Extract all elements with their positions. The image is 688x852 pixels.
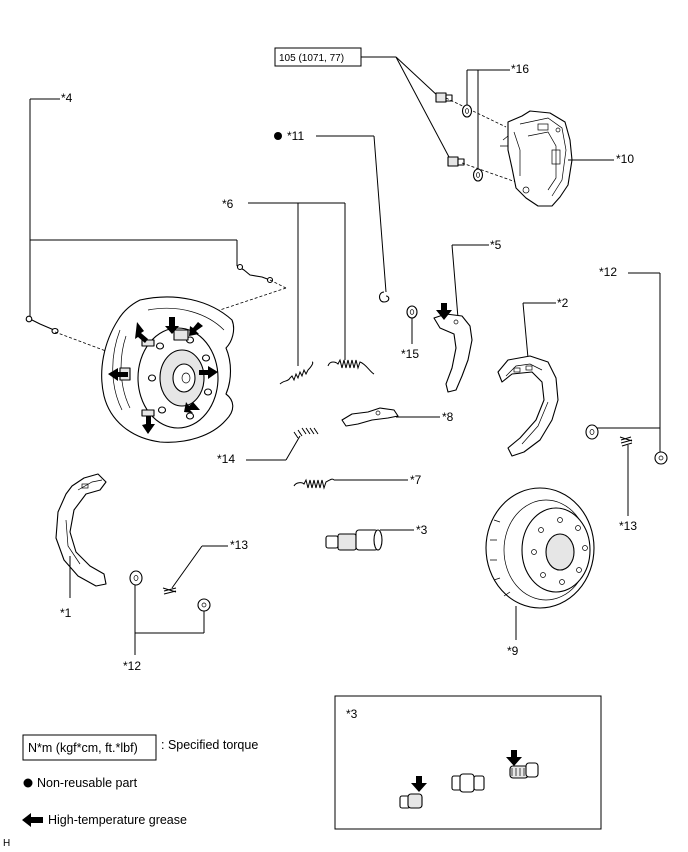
callout-9: *9: [507, 644, 519, 658]
left-arrow-icon: [22, 813, 43, 827]
brake-caliper-10: [500, 110, 614, 207]
return-springs-6: [248, 202, 375, 385]
legend-torque-text: : Specified torque: [161, 738, 258, 752]
legend: N*m (kgf*cm, ft.*lbf) : Specified torque…: [22, 734, 258, 827]
legend-grease-text: High-temperature grease: [48, 813, 187, 827]
callout-8: *8: [442, 410, 454, 424]
legend-nonreusable-text: Non-reusable part: [37, 776, 138, 790]
callout-1: *1: [60, 606, 72, 620]
caliper-bolt-upper: [435, 92, 507, 128]
torque-callout: 105 (1071, 77): [274, 47, 450, 158]
callout-4: *4: [61, 91, 73, 105]
callout-13-right: *13: [619, 519, 637, 533]
washer-16: [461, 69, 510, 182]
clip-11: [274, 132, 390, 303]
callout-11: *11: [287, 129, 304, 143]
filled-dot-icon: [23, 778, 33, 788]
brake-shoe-1: [55, 473, 107, 598]
callout-16: *16: [511, 62, 529, 76]
washer-15: [406, 305, 418, 344]
adjusting-spring-14: [246, 427, 319, 461]
callout-12-right: *12: [599, 265, 617, 279]
brake-shoe-2: [497, 302, 559, 457]
adjuster-assembly-3: [325, 529, 414, 551]
callout-3: *3: [416, 523, 428, 537]
hold-down-spring-13-right: [619, 436, 633, 516]
torque-spec-label: 105 (1071, 77): [279, 53, 344, 64]
callout-2: *2: [557, 296, 569, 310]
tension-spring-7: [293, 478, 408, 490]
footer-mark: H: [3, 838, 10, 849]
callout-15: *15: [401, 347, 419, 361]
hold-down-12-right: [585, 272, 668, 465]
inset-adjuster-detail: *3: [334, 695, 602, 830]
backing-plate-hub: [101, 296, 235, 443]
callout-5: *5: [490, 238, 502, 252]
nonreusable-dot-icon: [274, 132, 282, 140]
grease-arrows-plate: [108, 317, 218, 434]
legend-torque-box: N*m (kgf*cm, ft.*lbf): [28, 741, 138, 755]
adjuster-plate-8: [341, 407, 440, 427]
callout-6: *6: [222, 197, 234, 211]
callout-12-left: *12: [123, 659, 141, 673]
brake-disc-9: [485, 487, 595, 640]
inset-label: *3: [346, 707, 358, 721]
hold-down-12-left: [129, 570, 211, 655]
caliper-bolt-lower: [447, 156, 517, 183]
parking-brake-lever-5: [433, 244, 489, 393]
hold-down-spring-13-left: [162, 545, 228, 595]
callout-10: *10: [616, 152, 634, 166]
callout-7: *7: [410, 473, 422, 487]
callout-14: *14: [217, 452, 235, 466]
callout-13-left: *13: [230, 538, 248, 552]
